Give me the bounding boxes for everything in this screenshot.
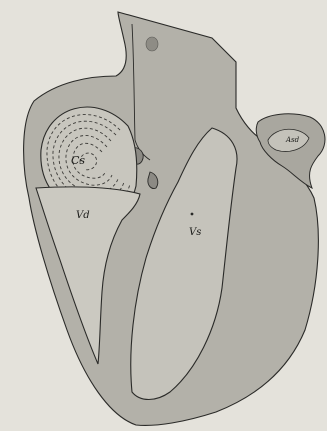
label-cs: Cs — [71, 154, 85, 167]
ventricle-speck — [191, 213, 194, 216]
label-vd: Vd — [76, 210, 90, 221]
trunk-bulb — [146, 37, 158, 51]
label-vs: Vs — [189, 227, 201, 238]
label-asd: Asd — [285, 136, 300, 144]
